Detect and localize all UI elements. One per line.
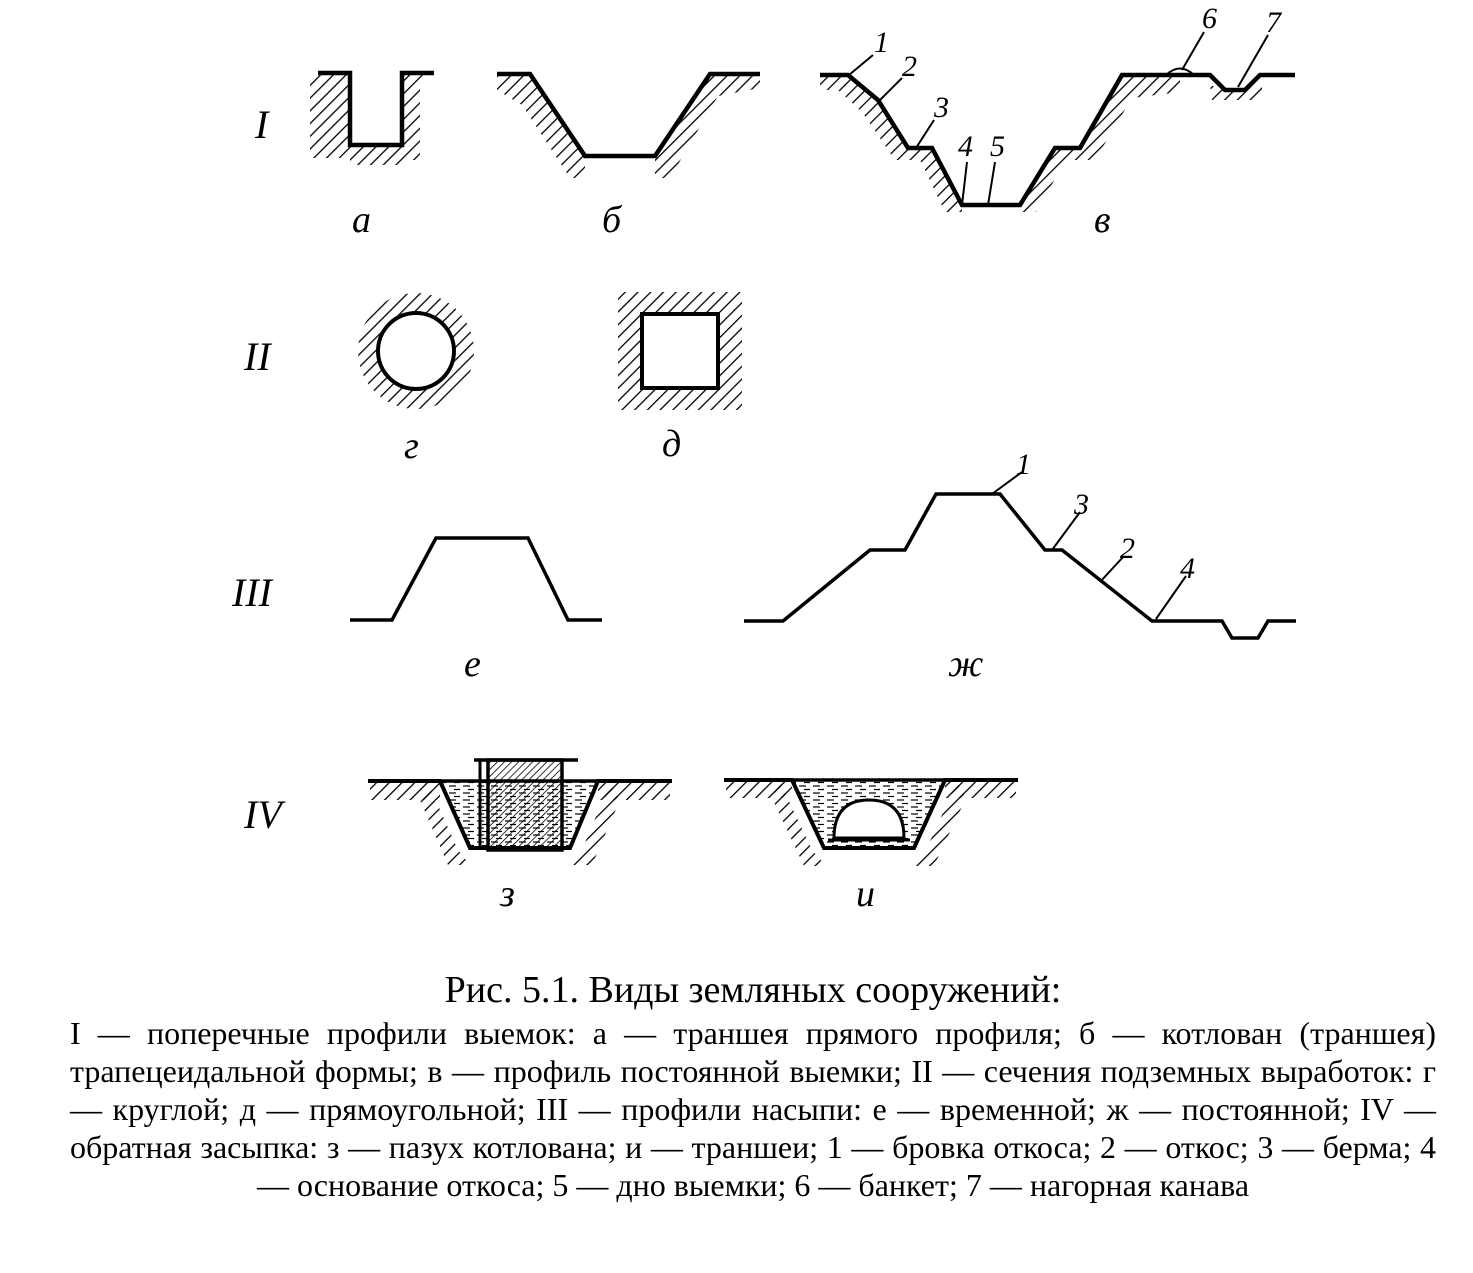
row-label-II: II	[243, 334, 272, 379]
callout-v-2: 2	[902, 50, 917, 83]
callout-zh-4: 4	[1180, 552, 1195, 585]
sublabel-b: б	[602, 199, 623, 241]
caption-title: Рис. 5.1. Виды земляных сооружений:	[444, 969, 1062, 1011]
caption-body: I — поперечные профили выемок: а — транш…	[70, 1015, 1436, 1203]
sublabel-i: и	[856, 873, 875, 915]
callout-zh-2: 2	[1120, 532, 1135, 565]
sublabel-zh: ж	[948, 643, 983, 685]
earthwork-figure: I II III IV а б 1 2 3 4 5 6 7 в	[231, 2, 1296, 915]
callout-zh-3: 3	[1073, 488, 1089, 521]
figure-caption: Рис. 5.1. Виды земляных сооружений: I — …	[70, 968, 1436, 1204]
callout-v-6: 6	[1202, 2, 1217, 35]
rectangular-section	[618, 292, 742, 410]
callout-zh-1: 1	[1016, 448, 1031, 481]
trench-backfill-section	[724, 778, 1018, 866]
callout-v-5: 5	[990, 130, 1005, 163]
temporary-embankment-profile	[350, 536, 602, 622]
row-label-III: III	[231, 570, 274, 615]
sublabel-e: е	[464, 643, 481, 685]
sublabel-z: з	[499, 873, 515, 915]
sublabel-d: д	[662, 423, 681, 465]
sublabel-g: г	[404, 425, 419, 467]
sublabel-a: а	[352, 199, 371, 241]
permanent-embankment-profile	[744, 471, 1296, 640]
pit-backfill-section	[368, 758, 672, 865]
callout-v-7: 7	[1266, 6, 1283, 39]
callout-v-3: 3	[933, 91, 949, 124]
permanent-excavation-profile	[820, 31, 1295, 212]
trench-straight-profile	[310, 70, 434, 165]
row-label-I: I	[254, 102, 270, 147]
callout-v-1: 1	[874, 26, 889, 59]
callout-v-4: 4	[958, 130, 973, 163]
trapezoidal-pit-profile	[497, 71, 760, 178]
row-label-IV: IV	[243, 792, 286, 837]
circular-section	[358, 293, 474, 409]
sublabel-v: в	[1094, 199, 1111, 241]
